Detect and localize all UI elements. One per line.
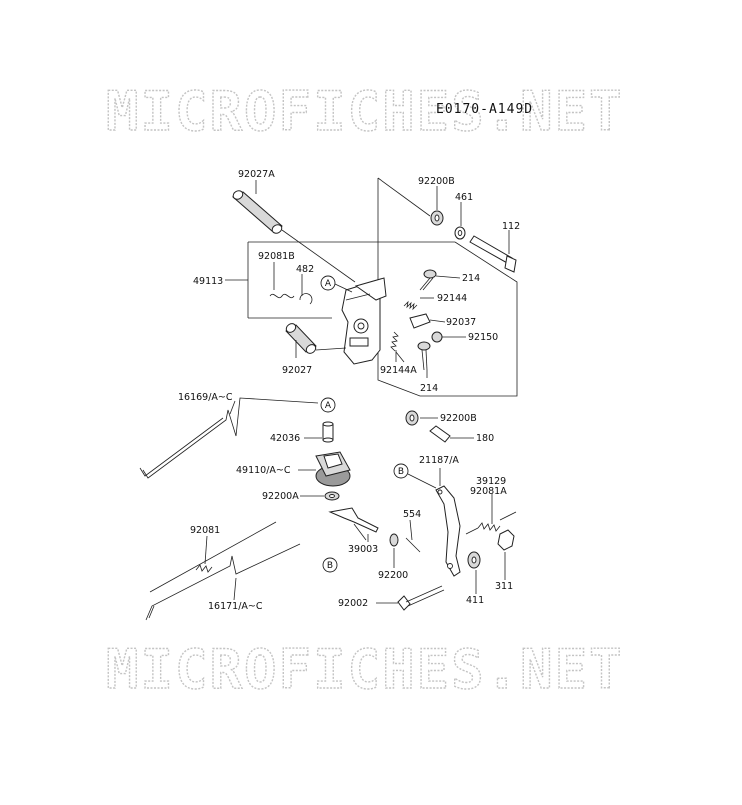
part-21187-arm — [435, 468, 461, 577]
part-92081-spring — [195, 564, 213, 573]
part-214-screw-bottom — [417, 341, 431, 371]
label-92200B-top: 92200B — [418, 176, 455, 187]
label-16171: 16171/A~C — [208, 601, 263, 612]
part-92144A-spring — [390, 331, 405, 363]
part-92200A-washer — [324, 491, 340, 501]
label-49113: 49113 — [193, 276, 223, 287]
label-39003: 39003 — [348, 544, 378, 555]
label-92027A: 92027A — [238, 169, 275, 180]
watermark-top: MICROFICHES.NET — [106, 80, 624, 143]
label-92081: 92081 — [190, 525, 220, 536]
label-92200B-mid: 92200B — [440, 413, 477, 424]
part-180-bolt — [429, 425, 474, 443]
label-214-bottom: 214 — [420, 383, 438, 394]
part-112-bolt — [469, 235, 517, 273]
part-16169-rod — [139, 397, 319, 479]
part-labels: 92027A 92200B 461 112 92081B 482 49113 2… — [178, 169, 520, 612]
part-311-nut — [497, 529, 515, 551]
label-180: 180 — [476, 433, 494, 444]
label-92002: 92002 — [338, 598, 368, 609]
callout-A-upper: A — [320, 275, 353, 293]
part-92144-spring — [403, 297, 434, 311]
part-42036-collar — [322, 421, 334, 443]
callout-B-lower: B — [322, 557, 338, 573]
part-482-clip — [299, 293, 313, 305]
part-92150-screw — [431, 331, 466, 343]
svg-text:B: B — [327, 561, 333, 571]
leader-lines — [204, 180, 510, 604]
label-42036: 42036 — [270, 433, 300, 444]
label-482: 482 — [296, 264, 314, 275]
label-21187: 21187/A — [419, 455, 459, 466]
label-92081A: 92081A — [470, 486, 507, 497]
diagram-code: E0170-A149D — [436, 102, 533, 117]
label-92200: 92200 — [378, 570, 408, 581]
label-49110: 49110/A~C — [236, 465, 291, 476]
label-112: 112 — [502, 221, 520, 232]
callout-B-upper: B — [393, 463, 437, 489]
label-554: 554 — [403, 509, 421, 520]
label-92200A: 92200A — [262, 491, 299, 502]
label-214-top: 214 — [462, 273, 480, 284]
watermark-bottom: MICROFICHES.NET — [106, 638, 624, 701]
label-92037: 92037 — [446, 317, 476, 328]
label-461: 461 — [455, 192, 473, 203]
part-554-pin — [405, 537, 421, 553]
part-92037-clamp — [409, 313, 446, 329]
part-92027A-rod — [232, 190, 356, 283]
part-92081B-spring — [269, 293, 295, 299]
control-bracket-plate — [341, 277, 387, 365]
part-39003-lever — [328, 507, 379, 541]
part-92027-rod — [285, 323, 347, 354]
svg-text:A: A — [325, 401, 332, 411]
part-92200B-washer-top — [430, 210, 444, 226]
part-49110-gear — [315, 451, 351, 487]
part-461-lockwasher — [454, 226, 466, 240]
part-92002-bolt — [397, 585, 445, 611]
svg-text:A: A — [325, 279, 332, 289]
part-39129-spring — [465, 511, 517, 535]
label-411: 411 — [466, 595, 484, 606]
part-411-washer — [467, 551, 481, 569]
label-39129: 39129 — [476, 476, 506, 487]
part-92200-washer — [389, 533, 399, 547]
label-16169: 16169/A~C — [178, 392, 233, 403]
label-92144A: 92144A — [380, 365, 417, 376]
label-92081B: 92081B — [258, 251, 295, 262]
label-92027: 92027 — [282, 365, 312, 376]
svg-text:B: B — [398, 467, 404, 477]
label-92150: 92150 — [468, 332, 498, 343]
callout-A-lower: A — [320, 397, 336, 413]
part-214-screw-top — [419, 269, 461, 291]
label-92144: 92144 — [437, 293, 467, 304]
label-311: 311 — [495, 581, 513, 592]
part-92200B-washer-mid — [405, 410, 419, 426]
part-16171-rod — [145, 521, 301, 621]
